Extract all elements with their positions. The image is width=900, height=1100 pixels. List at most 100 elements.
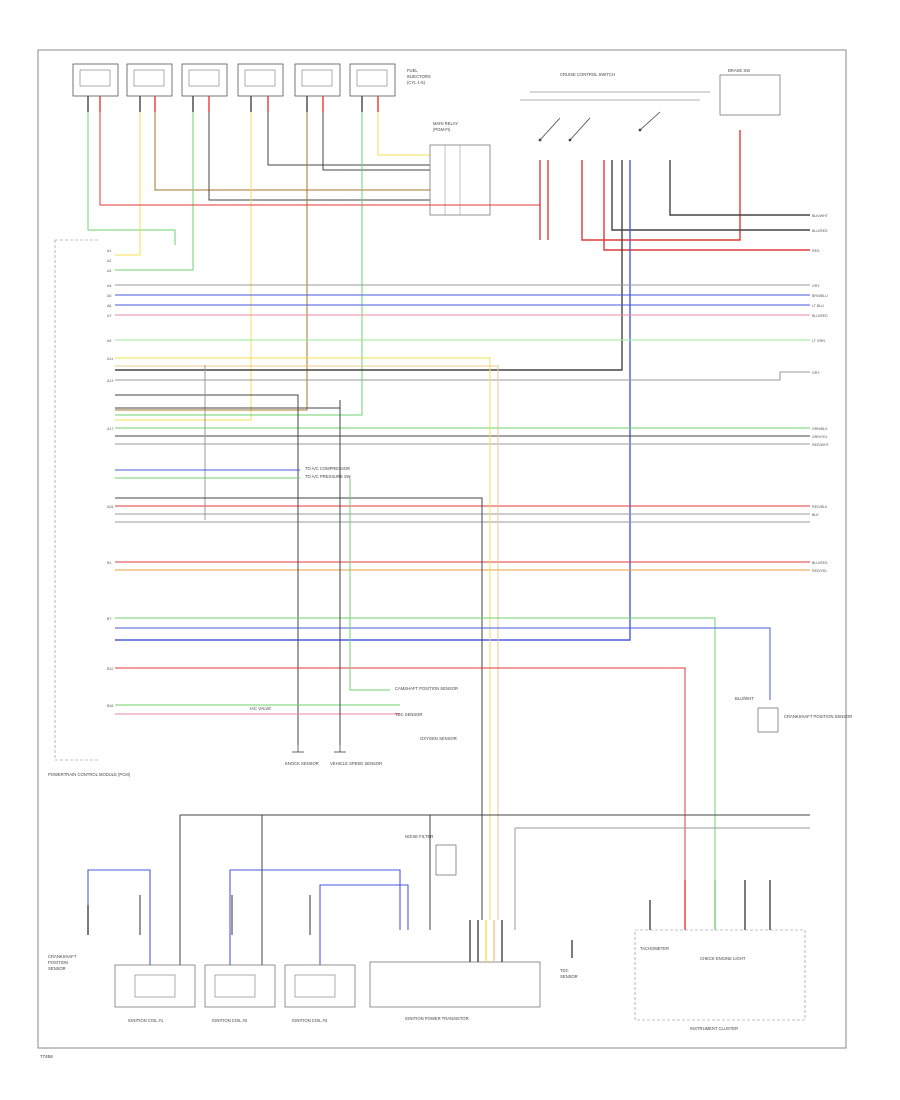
injector-6 [349,63,396,97]
mid-labels: TO A/C COMPRESSOR TO A/C PRESSURE SW CAM… [250,466,458,741]
bottom-bus [179,814,810,965]
cruise-switch: CRUISE CONTROL SWITCH [520,72,710,142]
svg-text:POSITION: POSITION [48,960,68,965]
ignition-coil-3: IGNITION COIL #3 [284,964,356,1023]
tdc-sensor: TDC SENSOR [560,940,578,979]
svg-text:TO A/C PRESSURE SW: TO A/C PRESSURE SW [305,474,351,479]
injector-4 [237,63,284,97]
right-sensor: CRANKSHAFT POSITION SENSOR BLU/WHT [735,696,852,733]
main-relay-block: MAIN RELAY (PGM-FI) [429,121,491,216]
svg-text:BLU/RED: BLU/RED [812,229,828,233]
svg-text:A2: A2 [107,259,111,263]
svg-text:BLU/RED: BLU/RED [812,561,828,565]
crank-label: CRANKSHAFT POSITION SENSOR [784,714,852,719]
svg-text:A3: A3 [107,269,111,273]
right-wire-labels: BLK/WHT BLU/RED RED GRY BRN/BLU LT BLU B… [812,214,830,573]
fuel-injector-note: FUEL INJECTORS (CYL 1-6) [407,68,431,85]
coil-feed-wires [87,869,409,965]
oxygen-label: OXYGEN SENSOR [420,736,457,741]
svg-text:GRN/YEL: GRN/YEL [812,435,828,439]
svg-text:FUEL: FUEL [407,68,418,73]
svg-text:A7: A7 [107,314,111,318]
injector-3 [181,63,228,97]
svg-text:TDC: TDC [560,968,569,973]
svg-text:CRANKSHAFT: CRANKSHAFT [48,954,77,959]
knock-sensor-label: KNOCK SENSOR [285,761,319,766]
svg-text:LT GRN: LT GRN [812,339,825,343]
svg-text:TO A/C COMPRESSOR: TO A/C COMPRESSOR [305,466,350,471]
svg-text:A5: A5 [107,294,111,298]
pcm-label: POWERTRAIN CONTROL MODULE (PCM) [48,772,131,777]
svg-text:GRN/BLK: GRN/BLK [812,427,828,431]
diagram-frame [37,49,847,1049]
svg-text:A25: A25 [107,505,113,509]
svg-text:INJECTORS: INJECTORS [407,74,431,79]
svg-text:(CYL 1-6): (CYL 1-6) [407,80,426,85]
power-transistor-label: IGNITION POWER TRANSISTOR [405,1016,469,1021]
svg-text:B7: B7 [107,617,111,621]
injector-1 [72,63,119,97]
ignition-coil-1-label: IGNITION COIL #1 [128,1018,164,1023]
svg-text:LT BLU: LT BLU [812,304,824,308]
bus-wires [115,284,810,571]
ignition-coil-1: IGNITION COIL #1 [114,964,196,1023]
transistor-pins [469,920,503,962]
svg-text:BRN/BLU: BRN/BLU [812,294,828,298]
svg-text:GRY: GRY [812,284,820,288]
svg-text:B1: B1 [107,561,111,565]
injector-stubs [87,96,379,112]
camshaft-label: CAMSHAFT POSITION SENSOR [395,686,458,691]
svg-text:SENSOR: SENSOR [560,974,578,979]
cruise-drops [115,130,810,641]
svg-text:A13: A13 [107,379,113,383]
svg-text:B16: B16 [107,704,113,708]
svg-text:IAC VALVE: IAC VALVE [250,706,271,711]
cluster-pins [649,880,771,930]
cluster-labels: TACHOMETER CHECK ENGINE LIGHT [640,946,746,961]
noise-filter: NOISE FILTER [405,834,457,876]
injector-2 [126,63,173,97]
svg-text:SENSOR: SENSOR [48,966,66,971]
svg-text:GRY: GRY [812,371,820,375]
svg-text:A4: A4 [107,284,111,288]
cel-label: CHECK ENGINE LIGHT [700,956,746,961]
ignition-coil-2: IGNITION COIL #2 [204,964,276,1023]
injector-5 [294,63,341,97]
svg-text:RED/YEL: RED/YEL [812,569,827,573]
instrument-cluster-label: INSTRUMENT CLUSTER [690,1026,738,1031]
svg-text:B12: B12 [107,667,113,671]
top-right-connector: BRAKE SW [719,68,781,116]
pcm-connector: POWERTRAIN CONTROL MODULE (PCM) [48,239,131,777]
pcm-pin-labels: A1 A2 A3 A4 A5 A6 A7 A9 A11 A13 A17 A25 … [107,249,113,708]
svg-text:RED/WHT: RED/WHT [812,443,830,447]
speed-sensor-label: VEHICLE SPEED SENSOR [330,761,382,766]
svg-text:BLK/WHT: BLK/WHT [812,214,829,218]
bottom-left-sensor: CRANKSHAFT POSITION SENSOR [48,905,89,971]
pcm-branch-wires [115,357,771,920]
svg-text:A1: A1 [107,249,111,253]
noise-filter-label: NOISE FILTER [405,834,433,839]
power-transistor: IGNITION POWER TRANSISTOR [369,961,541,1021]
svg-text:(PGM-FI): (PGM-FI) [433,127,451,132]
svg-text:BLK: BLK [812,513,819,517]
svg-text:BLU/RED: BLU/RED [812,314,828,318]
svg-text:RED: RED [812,249,820,253]
svg-text:A9: A9 [107,339,111,343]
ignition-coil-2-label: IGNITION COIL #2 [212,1018,248,1023]
svg-text:BRAKE SW: BRAKE SW [728,68,750,73]
svg-text:RED/BLK: RED/BLK [812,505,828,509]
svg-text:A11: A11 [107,357,113,361]
svg-text:MAIN RELAY: MAIN RELAY [433,121,458,126]
svg-text:A17: A17 [107,427,113,431]
svg-text:BLU/WHT: BLU/WHT [735,696,754,701]
svg-text:A6: A6 [107,304,111,308]
svg-text:TDC SENSOR: TDC SENSOR [395,712,422,717]
ground-labels: KNOCK SENSOR VEHICLE SPEED SENSOR [285,761,382,766]
ignition-coil-3-label: IGNITION COIL #3 [292,1018,328,1023]
instrument-cluster: INSTRUMENT CLUSTER [634,929,806,1031]
footer-code: 77458 [40,1054,53,1059]
ground-points [292,745,346,753]
injector-wires [87,112,430,421]
tach-label: TACHOMETER [640,946,669,951]
